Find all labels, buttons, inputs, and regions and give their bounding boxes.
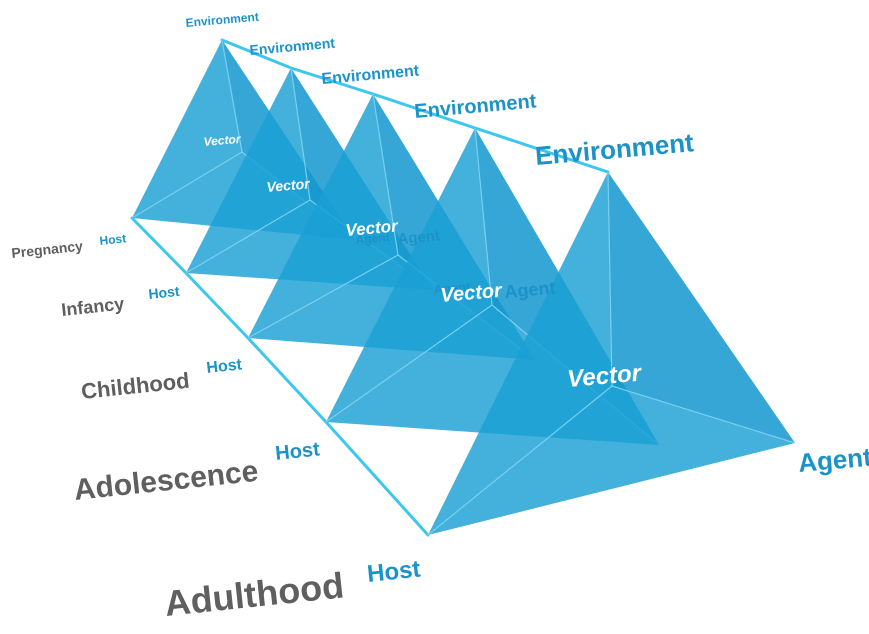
host-label-adulthood: Host (366, 556, 422, 588)
apex-edge (290, 67, 311, 201)
vector-label-childhood: Vector (345, 216, 400, 240)
environment-label-childhood: Environment (321, 62, 421, 88)
environment-label-adulthood: Environment (534, 127, 695, 171)
agent-label-adolescence: Agent (504, 278, 557, 302)
vector-label-adulthood: Vector (566, 360, 644, 393)
stage-label-adolescence: Adolescence (72, 455, 260, 507)
stage-label-adulthood: Adulthood (163, 564, 346, 624)
agent-label-infancy: Agent (433, 279, 472, 297)
host-label-adolescence: Host (274, 438, 321, 465)
agent-edge (611, 385, 796, 444)
apex-edge (474, 127, 493, 306)
stage-label-pregnancy: Pregnancy (11, 238, 84, 261)
vector-label-adolescence: Vector (440, 280, 504, 307)
host-edge (427, 385, 613, 536)
environment-label-adolescence: Environment (414, 90, 538, 123)
agent-label-pregnancy: Agent (355, 230, 390, 247)
vector-label-pregnancy: Vector (203, 132, 242, 149)
environment-label-pregnancy: Environment (185, 10, 259, 30)
host-label-childhood: Host (206, 356, 244, 377)
pyramid-adulthood (427, 171, 796, 536)
vector-label-infancy: Vector (266, 175, 312, 195)
apex-edge (221, 39, 243, 153)
pyramid-shade (608, 172, 795, 443)
pyramids (131, 39, 796, 536)
apex-edge (372, 93, 399, 256)
host-edge (325, 304, 493, 423)
host-label-infancy: Host (148, 283, 181, 302)
host-edge (247, 254, 399, 339)
stage-label-childhood: Childhood (80, 368, 191, 404)
agent-label-childhood: Agent (397, 227, 441, 248)
stage-label-infancy: Infancy (60, 293, 125, 319)
apex-edge (607, 171, 613, 387)
host-edge (185, 199, 311, 274)
agent-label-adulthood: Agent (797, 442, 869, 478)
environment-label-infancy: Environment (249, 35, 336, 58)
host-edge (131, 151, 243, 219)
host-label-pregnancy: Host (99, 231, 127, 248)
